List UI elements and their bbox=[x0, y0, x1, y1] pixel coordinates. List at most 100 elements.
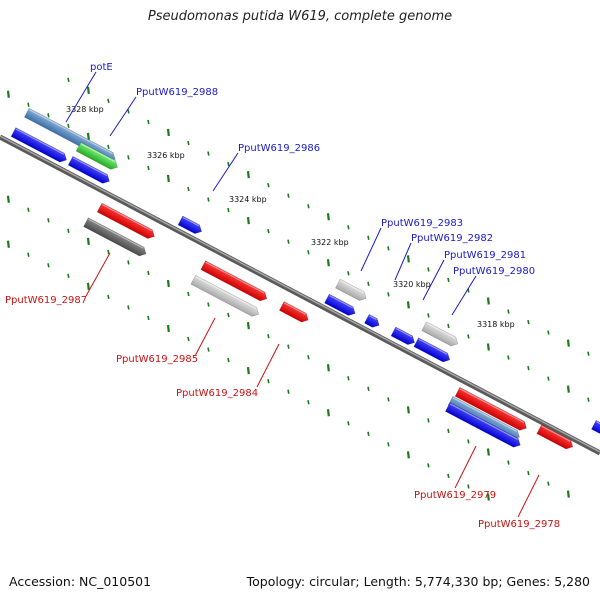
gene-PputW619_2985 bbox=[200, 260, 268, 302]
scale-tick bbox=[307, 204, 310, 209]
gene-PputW619_2980 bbox=[413, 337, 451, 363]
scale-tick bbox=[187, 336, 190, 342]
scale-tick bbox=[267, 378, 270, 384]
scale-tick bbox=[467, 439, 470, 444]
scale-tick bbox=[147, 315, 150, 321]
scale-tick bbox=[267, 182, 270, 188]
gene-PputW619_2981 bbox=[390, 326, 415, 346]
leader-line bbox=[451, 275, 477, 316]
reverse-gene-label[interactable]: PputW619_2984 bbox=[176, 388, 258, 399]
scale-tick bbox=[406, 255, 410, 263]
scale-tick bbox=[227, 312, 230, 318]
scale-tick bbox=[387, 442, 390, 447]
scale-label: 3318 kbp bbox=[477, 320, 515, 329]
scale-tick bbox=[427, 267, 430, 272]
scale-tick bbox=[27, 252, 30, 257]
scale-tick bbox=[326, 409, 330, 417]
gene-PputW619_2986 bbox=[177, 215, 202, 235]
leader-line bbox=[517, 474, 540, 518]
scale-tick bbox=[166, 174, 170, 183]
forward-gene-label[interactable]: PputW619_2988 bbox=[136, 87, 218, 98]
scale-tick bbox=[326, 364, 330, 372]
scale-tick bbox=[6, 90, 10, 98]
scale-tick bbox=[127, 260, 130, 265]
scale-tick bbox=[67, 228, 70, 233]
scale-tick bbox=[486, 493, 490, 501]
scale-tick bbox=[406, 451, 410, 459]
scale-tick bbox=[367, 281, 370, 286]
forward-gene-label[interactable]: PputW619_2980 bbox=[453, 266, 535, 277]
scale-tick bbox=[207, 197, 210, 202]
scale-tick bbox=[527, 470, 530, 476]
backbone-line bbox=[0, 134, 600, 456]
scale-tick bbox=[287, 389, 290, 394]
scale-tick bbox=[67, 123, 70, 128]
scale-tick bbox=[147, 270, 150, 276]
reverse-gene-label[interactable]: PputW619_2979 bbox=[414, 490, 496, 501]
scale-tick bbox=[27, 207, 30, 212]
scale-tick bbox=[507, 309, 510, 314]
scale-tick bbox=[347, 225, 350, 230]
reverse-gene-label[interactable]: PputW619_2978 bbox=[478, 519, 560, 530]
gene-labels: potE PputW619_2988PputW619_2986PputW619_2… bbox=[5, 62, 560, 530]
gene-PputW619_2988-overlay bbox=[75, 141, 118, 170]
genome-title: Pseudomonas putida W619, complete genome bbox=[147, 9, 453, 24]
gene-PputW619_2987 bbox=[96, 202, 155, 239]
scale-tick bbox=[166, 128, 170, 137]
gene-reverse-blue bbox=[444, 402, 521, 448]
gene-PputW619_2984 bbox=[278, 301, 309, 323]
leader-line bbox=[454, 445, 477, 489]
scale-tick bbox=[387, 246, 390, 251]
forward-gene-label[interactable]: potE bbox=[90, 62, 113, 73]
reverse-gene-label[interactable]: PputW619_2987 bbox=[5, 295, 87, 306]
gene-forward-left bbox=[10, 127, 67, 163]
scale-tick bbox=[107, 98, 110, 104]
scale-tick bbox=[467, 484, 470, 489]
scale-tick bbox=[367, 235, 370, 240]
scale-tick bbox=[267, 228, 270, 234]
gene-PputW619_2979 bbox=[454, 386, 527, 431]
scale-tick bbox=[547, 481, 550, 486]
scale-tick bbox=[467, 334, 470, 339]
forward-gene-label[interactable]: PputW619_2983 bbox=[381, 218, 463, 229]
scale-tick bbox=[267, 333, 270, 339]
forward-gene-label[interactable]: PputW619_2981 bbox=[444, 250, 526, 261]
leader-line bbox=[212, 152, 239, 192]
scale-tick bbox=[347, 271, 350, 276]
scale-tick bbox=[187, 291, 190, 297]
scale-tick bbox=[326, 213, 330, 221]
scale-tick bbox=[207, 151, 210, 156]
scale-ticks bbox=[6, 77, 590, 501]
scale-tick bbox=[527, 365, 530, 371]
scale-tick bbox=[107, 144, 110, 150]
scale-label: 3320 kbp bbox=[393, 280, 431, 289]
scale-tick bbox=[287, 239, 290, 244]
reverse-gene-label[interactable]: PputW619_2985 bbox=[116, 354, 198, 365]
scale-tick bbox=[246, 321, 250, 330]
scale-tick bbox=[47, 113, 50, 118]
leader-line bbox=[194, 317, 216, 357]
gene-reverse-lgray bbox=[190, 274, 260, 317]
scale-tick bbox=[427, 463, 430, 468]
scale-tick bbox=[67, 273, 70, 278]
scale-tick bbox=[86, 237, 90, 245]
scale-label: 3324 kbp bbox=[229, 195, 267, 204]
scale-tick bbox=[307, 250, 310, 255]
scale-tick bbox=[67, 77, 70, 82]
scale-tick bbox=[147, 119, 150, 125]
scale-tick bbox=[207, 347, 210, 352]
leader-line bbox=[109, 96, 137, 137]
accession-text: Accession: NC_010501 bbox=[9, 574, 152, 589]
scale-tick bbox=[246, 366, 250, 375]
scale-tick bbox=[47, 218, 50, 223]
scale-tick bbox=[587, 351, 590, 356]
forward-gene-label[interactable]: PputW619_2986 bbox=[238, 143, 320, 154]
scale-tick bbox=[486, 297, 490, 305]
scale-tick bbox=[447, 473, 450, 479]
scale-tick bbox=[147, 165, 150, 171]
gene-forward-mid bbox=[324, 293, 356, 316]
scale-tick bbox=[427, 418, 430, 423]
forward-gene-label[interactable]: PputW619_2982 bbox=[411, 233, 493, 244]
